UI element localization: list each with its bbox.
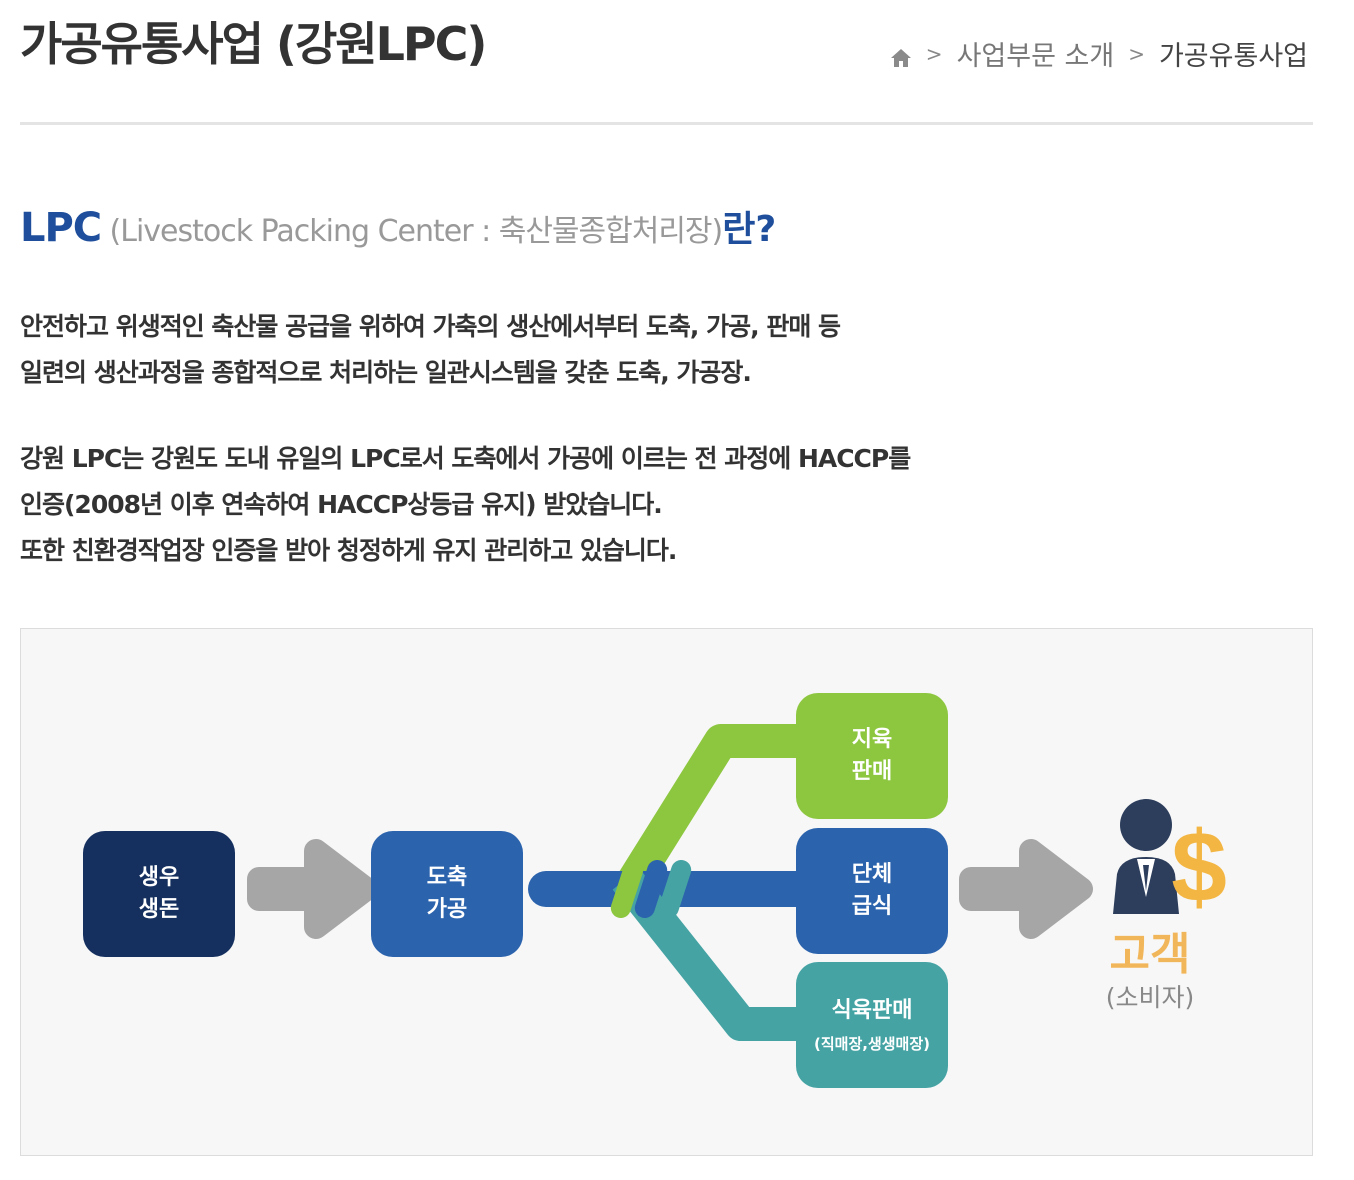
heading-suffix: 란? (722, 209, 777, 250)
process-line2: 가공 (426, 897, 468, 922)
breadcrumb-separator: > (925, 41, 943, 66)
split-band-green (610, 859, 644, 919)
meat-retail-line1: 식육판매 (831, 998, 913, 1023)
meat-sales-band (606, 724, 811, 911)
description-line: 또한 친환경작업장 인증을 받아 청정하게 유지 관리하고 있습니다. (20, 536, 677, 565)
group-catering-box: 단체 급식 (796, 828, 948, 954)
source-line1: 생우 (138, 865, 180, 890)
heading-full-name: (Livestock Packing Center : 축산물종합처리장) (109, 214, 724, 249)
description-line: 인증(2008년 이후 연속하여 HACCP상등급 유지) 받았습니다. (20, 490, 663, 519)
flow-connectors: $ (247, 724, 1227, 1041)
intro-paragraph: 안전하고 위생적인 축산물 공급을 위하여 가축의 생산에서부터 도축, 가공,… (20, 304, 841, 396)
svg-text:$: $ (1171, 811, 1227, 923)
carcass-sales-box: 지육 판매 (796, 693, 948, 819)
customer-sub-label: (소비자) (1105, 983, 1195, 1012)
source-livestock-box: 생우 생돈 (83, 831, 235, 957)
section-heading: LPC (Livestock Packing Center : 축산물종합처리장… (20, 200, 776, 252)
breadcrumb-item-current: 가공유통사업 (1158, 41, 1308, 72)
meat-retail-line2: (직매장,생생매장) (813, 1035, 930, 1053)
customer-main-label: 고객 (1109, 929, 1191, 980)
page-title: 가공유통사업 (강원LPC) (20, 17, 487, 71)
description-line: 강원 LPC는 강원도 도내 유일의 LPC로서 도축에서 가공에 이르는 전 … (20, 444, 911, 473)
split-band-teal (658, 859, 692, 919)
description-paragraph: 강원 LPC는 강원도 도내 유일의 LPC로서 도축에서 가공에 이르는 전 … (20, 436, 911, 574)
breadcrumb-item-business-intro[interactable]: 사업부문 소개 (956, 41, 1115, 72)
slaughter-processing-box: 도축 가공 (371, 831, 523, 957)
flow-arrow (247, 839, 378, 939)
meat-retail-box: 식육판매 (직매장,생생매장) (796, 962, 948, 1088)
breadcrumb-separator: > (1128, 41, 1145, 66)
home-icon[interactable] (890, 44, 912, 67)
source-line2: 생돈 (138, 897, 180, 922)
carcass-sales-line2: 판매 (851, 759, 893, 784)
retail-band (612, 868, 811, 1041)
lpc-flow-diagram: $ 생우 생돈 도축 가공 지육 판매 단체 급식 식육판매 (직매장,생생매장… (20, 628, 1313, 1156)
process-line1: 도축 (426, 865, 468, 890)
flow-arrow (959, 839, 1093, 939)
customer-money-icon: $ (1113, 799, 1227, 923)
group-catering-line1: 단체 (851, 862, 893, 887)
intro-line: 안전하고 위생적인 축산물 공급을 위하여 가축의 생산에서부터 도축, 가공,… (20, 312, 841, 341)
group-catering-line2: 급식 (851, 894, 893, 919)
heading-abbr: LPC (20, 205, 102, 251)
split-band-blue (634, 859, 668, 919)
breadcrumb: > 사업부문 소개 > 가공유통사업 (890, 34, 1308, 73)
header-divider (20, 122, 1313, 125)
carcass-sales-line1: 지육 (851, 727, 893, 752)
customer-label: 고객 (소비자) (1050, 929, 1250, 1015)
intro-line: 일련의 생산과정을 종합적으로 처리하는 일관시스템을 갖춘 도축, 가공장. (20, 358, 752, 387)
